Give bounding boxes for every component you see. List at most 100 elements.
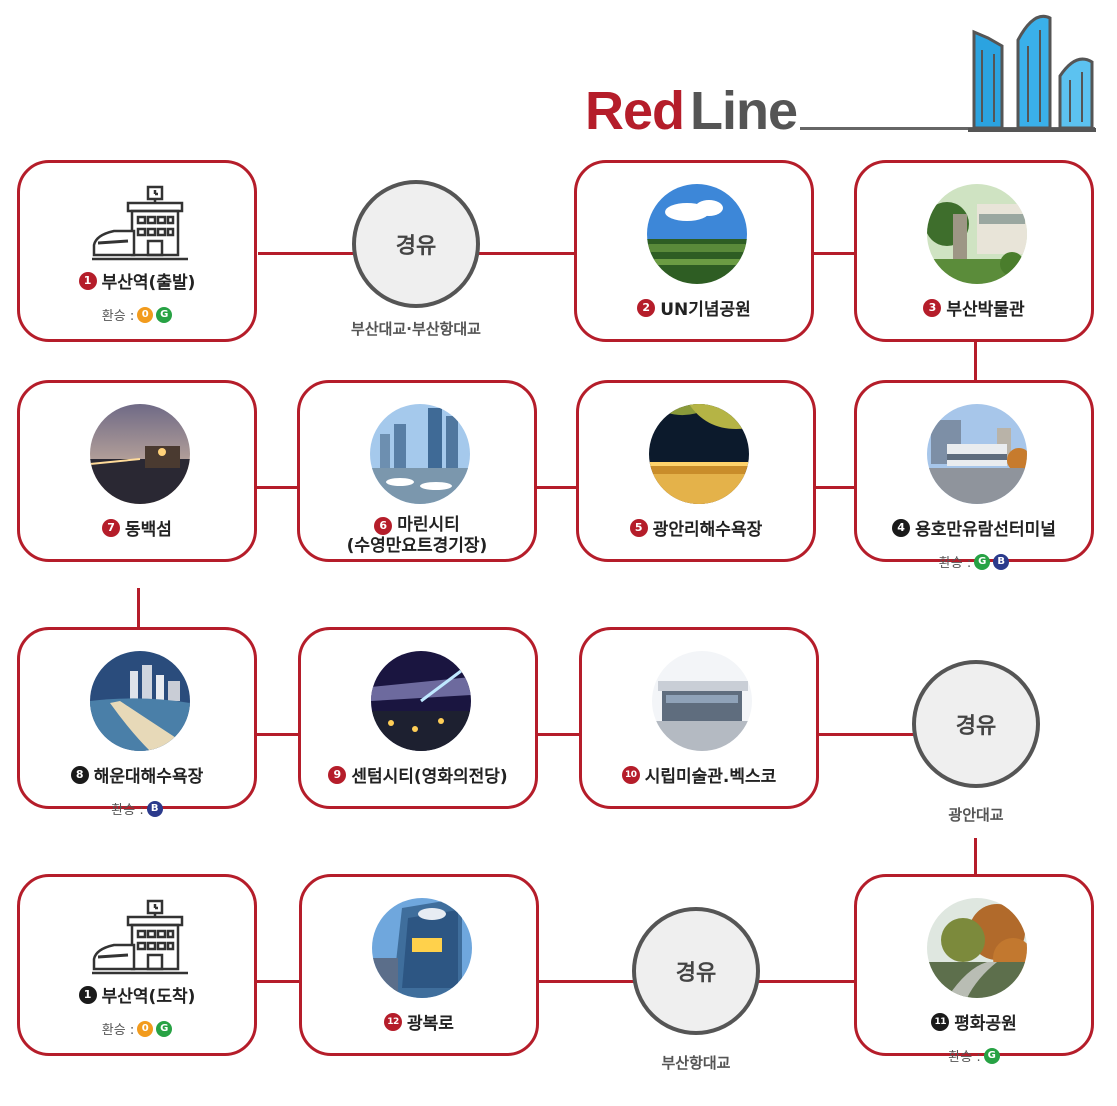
transfer-line-g-badge: G: [156, 1020, 173, 1037]
stop-name: 부산역(도착): [101, 987, 196, 1007]
stop-label: 11 평화공원: [857, 1009, 1091, 1034]
busan-museum-photo: [927, 184, 1027, 284]
route-segment: [478, 252, 576, 255]
route-segment: [255, 486, 299, 489]
stop-number-badge: 9: [328, 765, 347, 784]
title-underline: [800, 127, 1095, 130]
title-gray: Line: [690, 81, 798, 141]
stop-card-bexco[interactable]: 10 시립미술관.벡스코: [579, 627, 819, 809]
un-memorial-park-photo: [647, 184, 747, 284]
stop-number-badge: 1: [78, 271, 97, 290]
stop-name: 부산박물관: [946, 300, 1025, 320]
stop-label: 10 시립미술관.벡스코: [582, 762, 816, 787]
centum-city-photo: [371, 651, 471, 751]
route-segment: [255, 733, 302, 736]
transfer-label: 환승 :: [938, 556, 972, 571]
marine-city-photo: [370, 404, 470, 504]
stop-card-centum-city[interactable]: 9 센텀시티(영화의전당): [298, 627, 538, 809]
stop-card-yonghoman-terminal[interactable]: 4 용호만유람선터미널 환승 : G B: [854, 380, 1094, 571]
transfer-line-0-badge: 0: [137, 1020, 154, 1037]
stop-label: 8 해운대해수욕장: [20, 762, 254, 787]
via-marker-right: 경유: [912, 660, 1040, 788]
stop-number-badge: 1: [78, 985, 97, 1004]
stop-label: 9 센텀시티(영화의전당): [301, 762, 535, 787]
transfer-line-0-badge: 0: [137, 306, 154, 323]
via-caption-bottom: 부산항대교: [661, 1054, 731, 1072]
stop-number-badge: 10: [621, 765, 640, 784]
transfer-line-g-badge: G: [974, 553, 991, 570]
bexco-photo: [652, 651, 752, 751]
haeundae-beach-photo: [90, 651, 190, 751]
via-marker-top: 경유: [352, 180, 480, 308]
stop-number-badge: 6: [374, 516, 393, 535]
gwangalli-beach-photo: [649, 404, 749, 504]
stop-label: 2 UN기념공원: [577, 295, 811, 320]
stop-card-dongbaekseom[interactable]: 7 동백섬: [17, 380, 257, 562]
stop-number-badge: 12: [384, 1012, 403, 1031]
stop-label: 3 부산박물관: [857, 295, 1091, 320]
transfer-label: 환승 :: [101, 309, 135, 324]
stop-name-line1: 마린시티: [397, 515, 460, 535]
stop-label: 5 광안리해수욕장: [579, 515, 813, 540]
stop-card-busan-museum[interactable]: 3 부산박물관: [854, 160, 1094, 342]
route-segment: [817, 733, 914, 736]
stop-card-gwangbok-ro[interactable]: 12 광복로: [299, 874, 539, 1056]
stop-card-busan-station-start[interactable]: 1 부산역(출발) 환승 : 0 G: [17, 160, 257, 342]
train-station-icon: [92, 185, 188, 261]
stop-name: 시립미술관.벡스코: [644, 767, 777, 787]
stop-name: 해운대해수욕장: [93, 767, 204, 787]
transfer-info: 환승 : G B: [857, 552, 1091, 571]
transfer-info: 환승 : 0 G: [20, 305, 254, 324]
stop-card-busan-station-end[interactable]: 1 부산역(도착) 환승 : 0 G: [17, 874, 257, 1056]
gwangbok-ro-photo: [372, 898, 472, 998]
route-segment: [812, 252, 856, 255]
train-station-icon: [92, 899, 188, 975]
stop-label: 4 용호만유람선터미널: [857, 515, 1091, 540]
route-segment: [137, 588, 140, 630]
title-red: Red: [585, 81, 685, 141]
route-segment: [974, 341, 977, 382]
transfer-info: 환승 : B: [20, 799, 254, 818]
via-label: 경유: [955, 714, 997, 739]
stop-label: 12 광복로: [302, 1009, 536, 1034]
stop-name: UN기념공원: [660, 300, 751, 320]
transfer-line-b-badge: B: [146, 800, 163, 817]
stop-card-gwangalli-beach[interactable]: 5 광안리해수욕장: [576, 380, 816, 562]
transfer-line-g-badge: G: [983, 1047, 1000, 1064]
via-caption-right: 광안대교: [948, 806, 1004, 824]
stop-label: 1 부산역(출발): [20, 268, 254, 293]
transfer-label: 환승 :: [101, 1023, 135, 1038]
route-segment: [974, 838, 977, 876]
stop-card-haeundae-beach[interactable]: 8 해운대해수욕장 환승 : B: [17, 627, 257, 818]
transfer-label: 환승 :: [948, 1050, 981, 1065]
via-label: 경유: [675, 961, 717, 986]
yonghoman-terminal-photo: [927, 404, 1027, 504]
stop-name: 동백섬: [125, 520, 172, 540]
transfer-info: 환승 : 0 G: [20, 1019, 254, 1038]
dongbaekseom-photo: [90, 404, 190, 504]
stop-number-badge: 4: [892, 518, 911, 537]
stop-name: 광복로: [407, 1014, 454, 1034]
stop-number-badge: 3: [923, 298, 942, 317]
stop-number-badge: 7: [102, 518, 121, 537]
route-segment: [258, 252, 356, 255]
route-segment: [758, 980, 856, 983]
stop-card-peace-park[interactable]: 11 평화공원 환승 : G: [854, 874, 1094, 1065]
route-segment: [813, 486, 857, 489]
stop-name: 광안리해수욕장: [652, 520, 763, 540]
via-caption-top: 부산대교·부산항대교: [351, 320, 481, 338]
route-segment: [537, 980, 634, 983]
route-segment: [256, 980, 302, 983]
peace-park-photo: [927, 898, 1027, 998]
stop-name: 센텀시티(영화의전당): [351, 767, 508, 787]
stop-number-badge: 8: [70, 765, 89, 784]
transfer-line-b-badge: B: [993, 553, 1010, 570]
route-segment: [537, 733, 583, 736]
route-segment: [535, 486, 579, 489]
transfer-label: 환승 :: [111, 803, 144, 818]
stop-label: 1 부산역(도착): [20, 982, 254, 1007]
stop-number-badge: 2: [637, 298, 656, 317]
stop-card-un-memorial-park[interactable]: 2 UN기념공원: [574, 160, 814, 342]
